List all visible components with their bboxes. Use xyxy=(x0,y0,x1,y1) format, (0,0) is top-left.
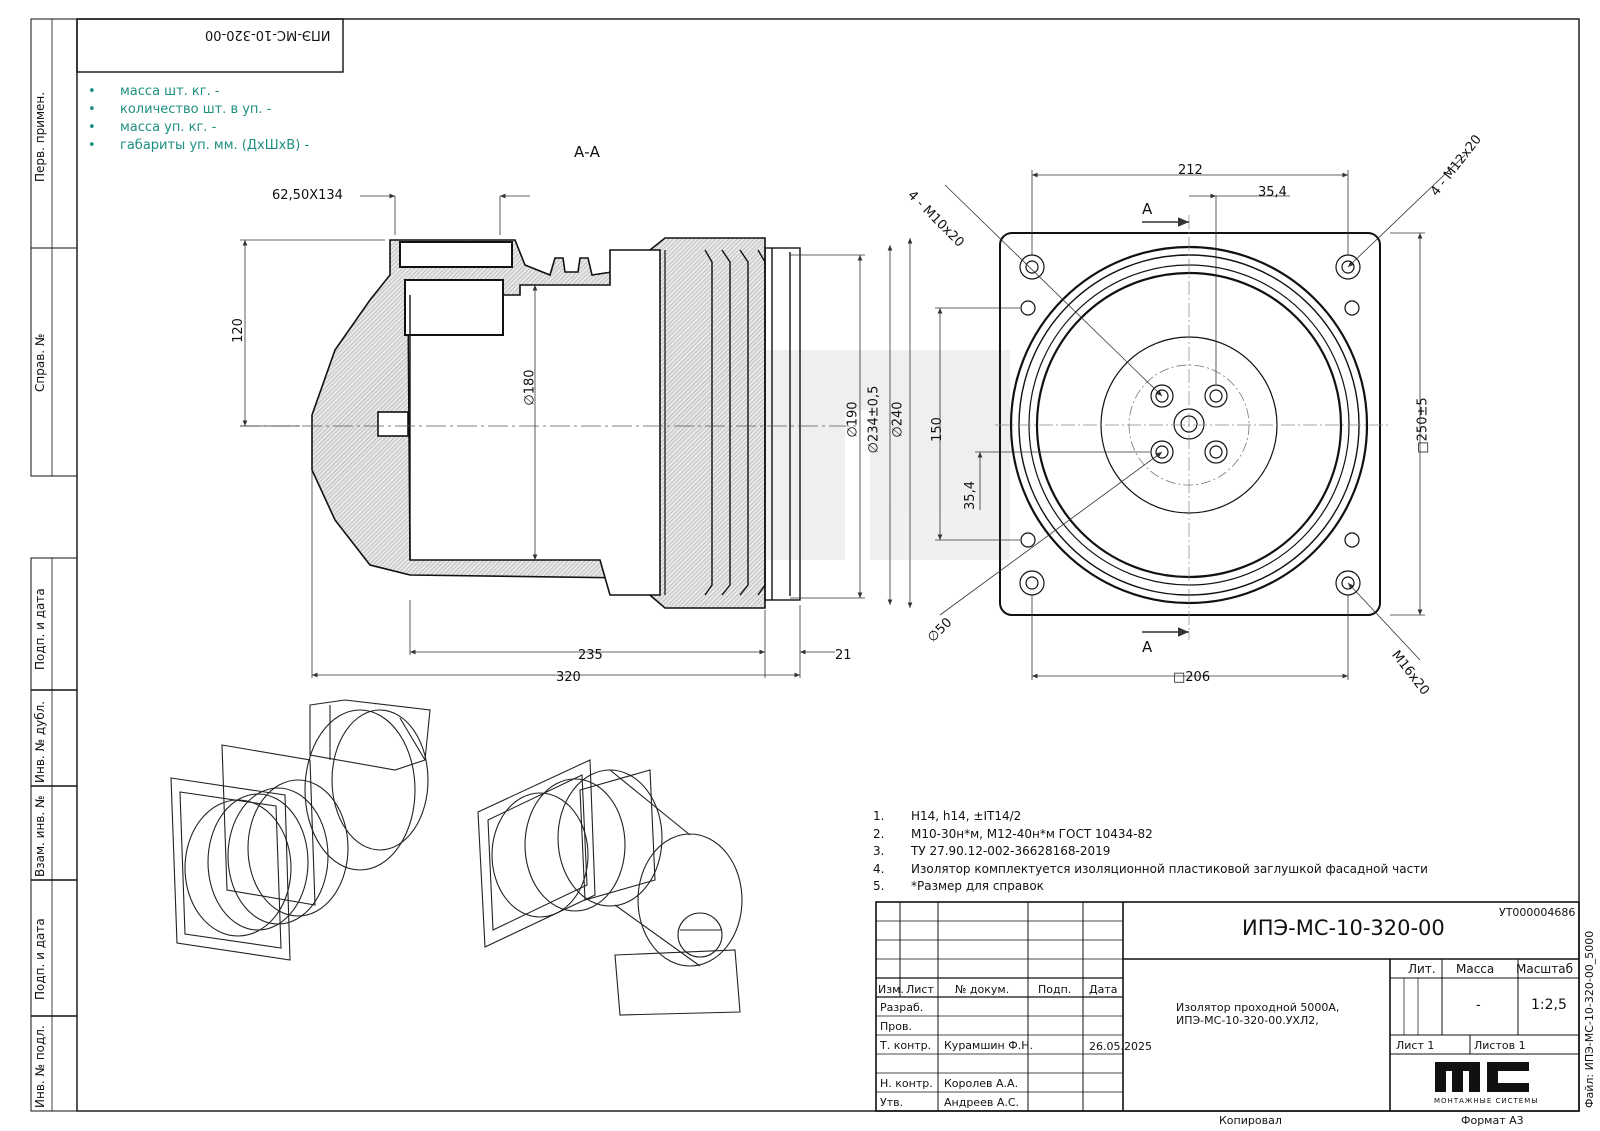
dim-d240: ∅240 xyxy=(890,401,906,438)
list-item: •габариты уп. мм. (ДхШхВ) - xyxy=(88,138,310,153)
dim-320: 320 xyxy=(556,670,581,685)
dim-250: □250±5 xyxy=(1415,397,1431,454)
list-item: 4.Изолятор комплектуется изоляционной пл… xyxy=(873,861,1428,876)
front-dimensions xyxy=(935,154,1466,680)
sheet-frame xyxy=(30,18,1580,1112)
technical-notes: 1.H14, h14, ±IT14/2 2.М10-30н*м, М12-40н… xyxy=(873,808,1428,896)
section-label: А-А xyxy=(574,143,600,161)
dim-d180: ∅180 xyxy=(522,369,538,406)
list-item: 3.ТУ 27.90.12-002-36628168-2019 xyxy=(873,844,1111,858)
package-info-list: •масса шт. кг. - •количество шт. в уп. -… xyxy=(88,83,309,155)
front-view xyxy=(995,215,1390,640)
label-perv-primen: Перв. примен. xyxy=(33,91,47,182)
col-lit: Лит. xyxy=(1408,962,1436,976)
scale-value: 1:2,5 xyxy=(1531,997,1567,1013)
col-dokum: № докум. xyxy=(955,983,1010,996)
col-list: Лист xyxy=(906,983,934,996)
isometric-view-1 xyxy=(170,699,431,961)
cut-label-top: А xyxy=(1142,200,1153,218)
doc-code: УТ000004686 xyxy=(1499,906,1576,919)
dim-35-left: 35,4 xyxy=(962,481,978,510)
role-nkontr: Н. контр. xyxy=(880,1077,933,1090)
section-dimensions xyxy=(240,193,913,678)
product-name-2: ИПЭ-МС-10-320-00.УХЛ2, xyxy=(1176,1014,1319,1027)
col-massa: Масса xyxy=(1456,962,1495,976)
product-name-1: Изолятор проходной 5000А, xyxy=(1176,1001,1340,1014)
dim-150: 150 xyxy=(929,417,945,442)
col-podp: Подп. xyxy=(1038,983,1072,996)
list-item: 5.*Размер для справок xyxy=(873,879,1044,893)
dim-235: 235 xyxy=(578,648,603,663)
isometric-view-2 xyxy=(477,759,743,1016)
list-item: 1.H14, h14, ±IT14/2 xyxy=(873,809,1022,823)
designation: ИПЭ-МС-10-320-00 xyxy=(1242,916,1445,940)
list-item: •масса шт. кг. - xyxy=(88,84,220,99)
sheet-number: Лист 1 xyxy=(1396,1039,1435,1052)
role-prov: Пров. xyxy=(880,1020,912,1033)
label-inv-podl: Инв. № подл. xyxy=(33,1025,47,1108)
mirrored-stamp: ИПЭ-МС-10-320-00 xyxy=(205,27,331,42)
dim-206: □206 xyxy=(1173,670,1211,685)
dim-212: 212 xyxy=(1178,163,1203,178)
list-item: •масса уп. кг. - xyxy=(88,120,217,135)
cut-label-bottom: А xyxy=(1142,638,1153,656)
kopiroval: Копировал xyxy=(1219,1114,1282,1127)
nkontr-name: Королев А.А. xyxy=(944,1077,1019,1090)
tkontr-name: Курамшин Ф.Н. xyxy=(944,1039,1033,1052)
title-block-grid xyxy=(875,901,1580,1112)
label-podp-data-2: Подп. и дата xyxy=(33,918,47,1000)
role-tkontr: Т. контр. xyxy=(880,1039,932,1052)
col-masshtab: Масштаб xyxy=(1516,962,1574,976)
label-sprav-no: Справ. № xyxy=(33,333,47,392)
label-inv-dubl: Инв. № дубл. xyxy=(33,700,47,783)
logo-subtitle: МОНТАЖНЫЕ СИСТЕМЫ xyxy=(1434,1097,1539,1105)
utv-name: Андреев А.С. xyxy=(944,1096,1020,1109)
list-item: 2.М10-30н*м, М12-40н*м ГОСТ 10434-82 xyxy=(873,826,1153,841)
sheets-total: Листов 1 xyxy=(1474,1039,1526,1052)
tkontr-date: 26.05.2025 xyxy=(1089,1040,1152,1053)
dim-d190: ∅190 xyxy=(845,401,861,438)
role-razrab: Разраб. xyxy=(880,1001,924,1014)
company-logo xyxy=(1435,1062,1529,1092)
col-data: Дата xyxy=(1089,983,1118,996)
col-izm: Изм. xyxy=(878,983,904,996)
label-podp-data-1: Подп. и дата xyxy=(33,588,47,670)
dim-120: 120 xyxy=(230,318,246,343)
label-vzam-inv: Взам. инв. № xyxy=(33,795,47,877)
dim-d234: ∅234±0,5 xyxy=(866,385,882,454)
dim-35-top: 35,4 xyxy=(1258,185,1287,200)
format: Формат А3 xyxy=(1461,1114,1524,1127)
mass-value: - xyxy=(1476,998,1481,1013)
file-name: Файл: ИПЭ-МС-10-320-00_5000 xyxy=(1583,930,1596,1108)
list-item: •количество шт. в уп. - xyxy=(88,102,272,117)
role-utv: Утв. xyxy=(880,1096,904,1109)
dim-flange: 62,50X134 xyxy=(272,188,343,203)
dim-21: 21 xyxy=(835,648,852,663)
